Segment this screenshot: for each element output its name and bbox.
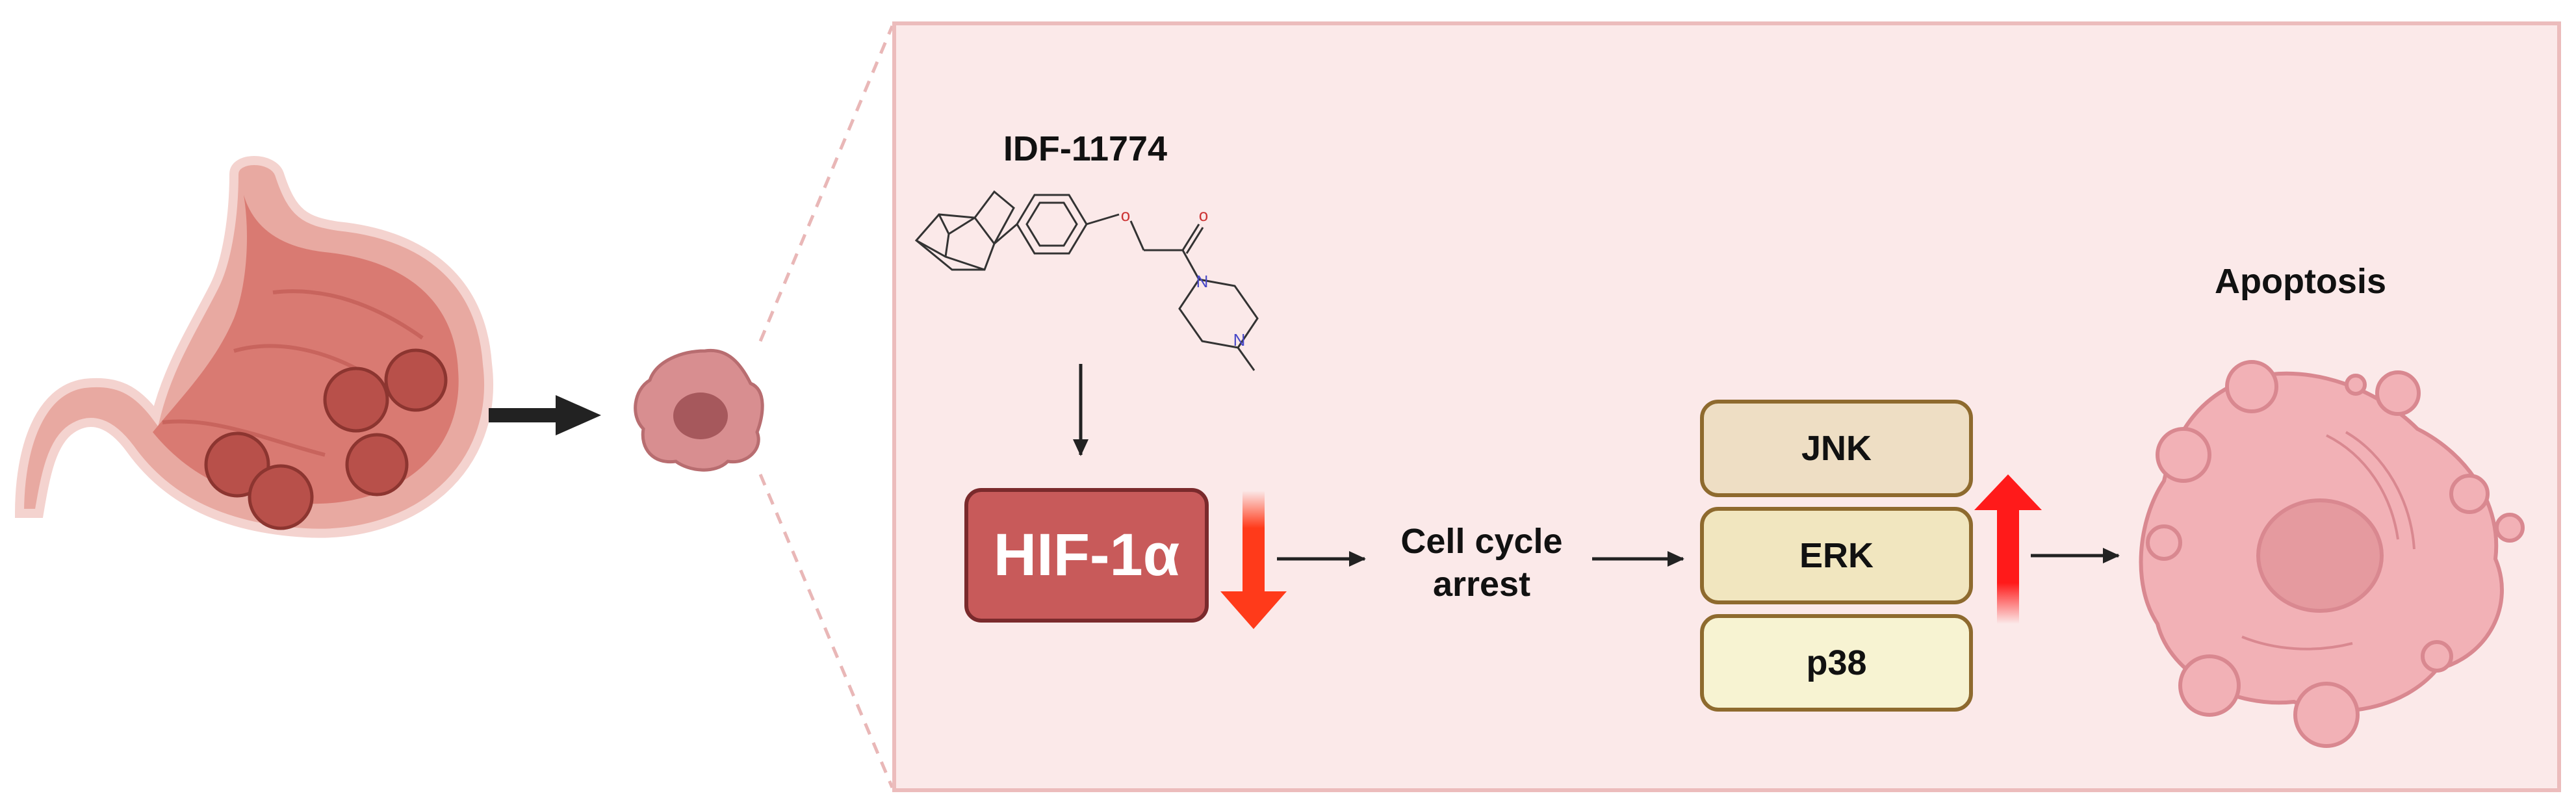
jnk-box: JNK	[1700, 400, 1973, 497]
zoom-line-top	[758, 25, 894, 342]
p38-label: p38	[1806, 643, 1867, 682]
cell-cycle-line2: arrest	[1432, 565, 1531, 604]
hif-1a-box: HIF-1α	[964, 488, 1209, 623]
hif-1a-label: HIF-1α	[993, 522, 1180, 588]
down-regulation-arrow	[1220, 491, 1287, 629]
zoom-line-bottom	[758, 474, 894, 788]
erk-box: ERK	[1700, 507, 1973, 604]
nitrogen-atom: N	[1233, 330, 1246, 350]
erk-label: ERK	[1799, 536, 1874, 575]
nitrogen-atom: N	[1196, 272, 1209, 291]
apoptosis-label: Apoptosis	[2215, 262, 2386, 301]
tumor-nodule	[204, 348, 448, 530]
stomach-to-cell-arrow	[489, 395, 601, 435]
compound-name: IDF-11774	[1003, 129, 1168, 168]
stomach-icon	[14, 156, 493, 538]
up-regulation-arrow	[1974, 474, 2042, 624]
cell-cycle-arrest-label: Cell cycle arrest	[1358, 520, 1605, 606]
molecule-structure-icon	[914, 190, 1259, 371]
oxygen-atom: o	[1121, 205, 1130, 225]
apoptotic-cell-icon	[2139, 360, 2525, 748]
jnk-label: JNK	[1801, 429, 1872, 468]
tumor-cell-icon	[634, 348, 764, 472]
oxygen-atom: o	[1199, 205, 1208, 225]
p38-box: p38	[1700, 614, 1973, 712]
cell-cycle-line1: Cell cycle	[1400, 522, 1563, 561]
